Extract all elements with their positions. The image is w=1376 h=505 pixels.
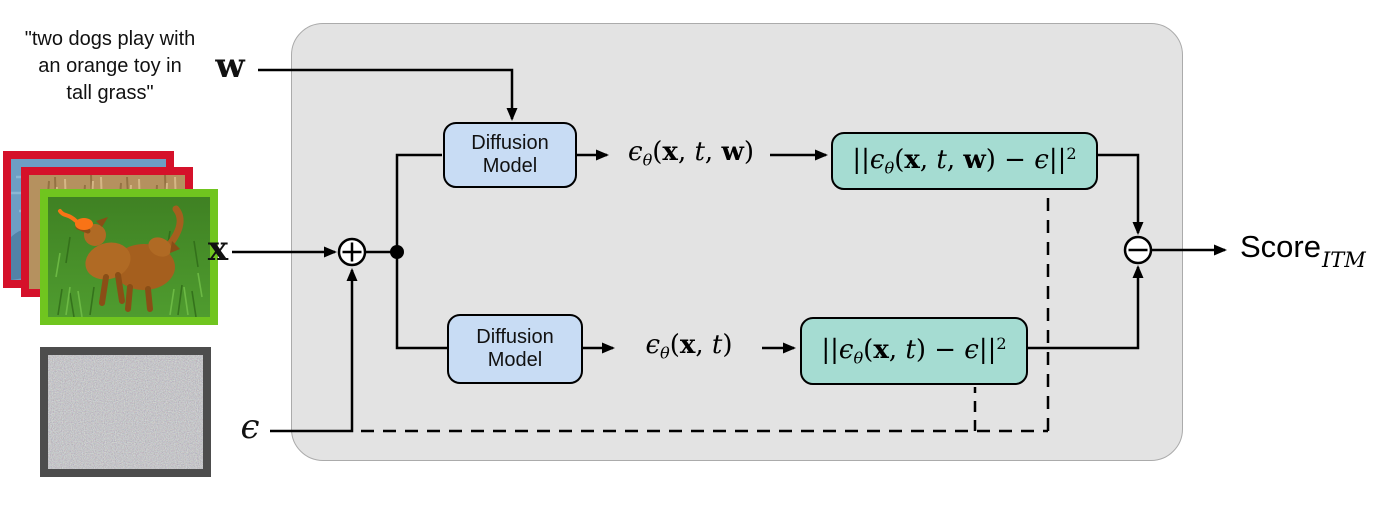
diffusion-model-label: Diffusion Model <box>476 326 554 371</box>
score-subscript: ITM <box>1321 248 1366 272</box>
diffusion-model-label: Diffusion Model <box>471 132 549 177</box>
loss-conditional-formula: ||ϵθ(x, t, w) − ϵ||2 <box>852 144 1077 178</box>
noise-input-label-epsilon: ϵ <box>240 407 260 447</box>
loss-box-unconditional: ||ϵθ(x, t) − ϵ||2 <box>800 317 1028 385</box>
candidate-image-dogs <box>40 189 218 325</box>
image-input-label-x: x <box>207 229 229 269</box>
noise-illustration <box>48 355 203 469</box>
dogs-photo-illustration <box>48 197 210 317</box>
noise-prediction-unconditional: ϵθ(x, t) <box>645 330 733 363</box>
loss-box-conditional: ||ϵθ(x, t, w) − ϵ||2 <box>831 132 1098 190</box>
score-itm-output: ScoreITM <box>1240 229 1366 272</box>
loss-unconditional-formula: ||ϵθ(x, t) − ϵ||2 <box>821 334 1007 368</box>
text-input-label-w: w <box>215 46 245 86</box>
pipeline-panel <box>291 23 1183 461</box>
score-label: Score <box>1240 229 1321 264</box>
caption-text: "two dogs play with an orange toy in tal… <box>24 28 196 104</box>
noise-image <box>40 347 211 477</box>
diffusion-model-box-unconditional: Diffusion Model <box>447 314 583 384</box>
diffusion-model-box-conditional: Diffusion Model <box>443 122 577 188</box>
noise-prediction-conditional: ϵθ(x, t, w) <box>628 137 754 170</box>
